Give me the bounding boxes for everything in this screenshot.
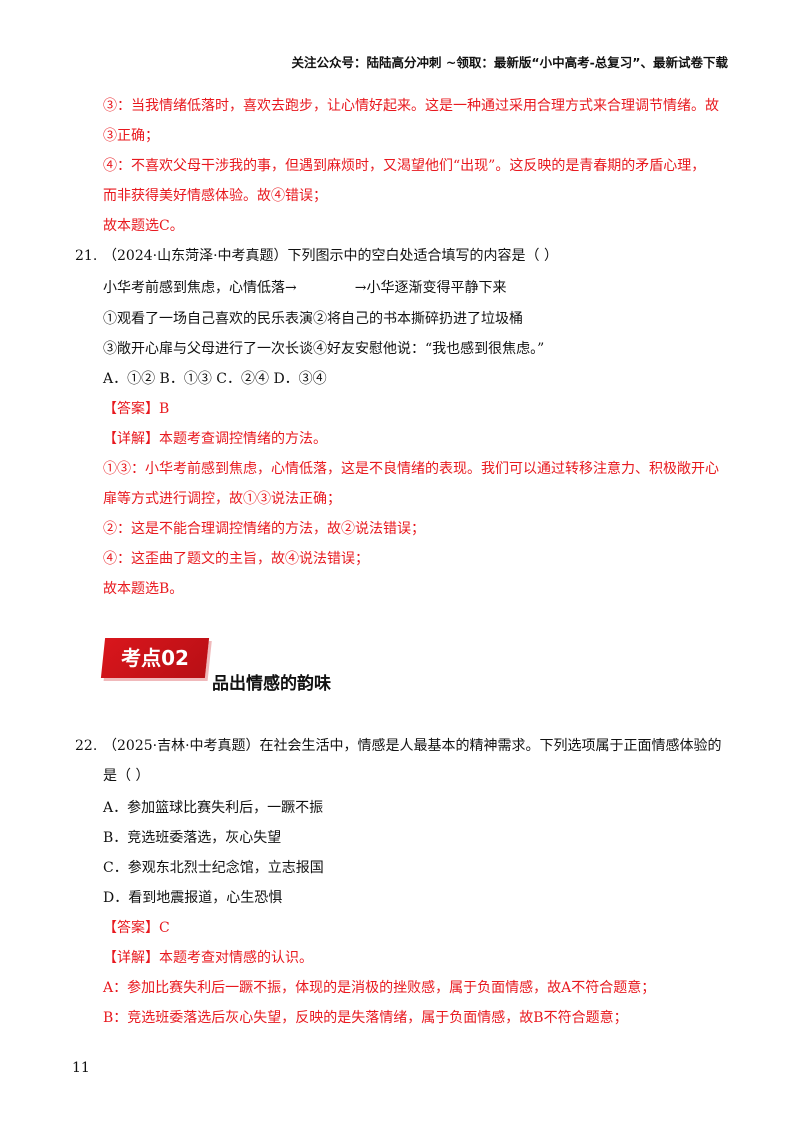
prev-analysis-line: ③：当我情绪低落时，喜欢去跑步，让心情好起来。这是一种通过采用合理方式来合理调节… [103,98,719,114]
question-21-analysis: 扉等方式进行调控，故①③说法正确； [103,491,341,507]
section-badge: 考点02 [100,638,210,678]
question-21-analysis: 【详解】本题考查调控情绪的方法。 [103,431,327,447]
prev-analysis-line: 而非获得美好情感体验。故④错误； [103,188,327,204]
question-22-option-b: B．竞选班委落选，灰心失望 [103,830,282,846]
prev-analysis-line: ④：不喜欢父母干涉我的事，但遇到麻烦时，又渴望他们“出现”。这反映的是青春期的矛… [103,158,706,174]
question-22-option-a: A．参加篮球比赛失利后，一蹶不振 [103,800,324,816]
question-21-conclusion: 故本题选B。 [103,581,184,597]
prev-conclusion: 故本题选C。 [103,218,184,234]
diagram-left-text: 小华考前感到焦虑，心情低落→ [103,280,297,296]
question-22-analysis: 【详解】本题考查对情感的认识。 [103,950,313,966]
section-badge-label: 考点02 [121,646,189,670]
question-21-items: ③敞开心扉与父母进行了一次长谈④好友安慰他说：“我也感到很焦虑。” [103,341,545,357]
question-22-stem: 是（ ） [103,768,150,784]
diagram-right-text: →小华逐渐变得平静下来 [354,280,507,296]
question-22-answer: 【答案】C [103,920,170,936]
question-21-options: A．①② B．①③ C．②④ D．③④ [103,371,327,387]
page-header: 关注公众号：陆陆高分冲刺 ~领取：最新版“小中高考-总复习”、最新试卷下载 [291,55,728,70]
prev-analysis-line: ③正确； [103,128,159,144]
question-21-diagram: 小华考前感到焦虑，心情低落→ →小华逐渐变得平静下来 [103,278,506,298]
question-21-answer: 【答案】B [103,401,170,417]
question-22-analysis: A：参加比赛失利后一蹶不振，体现的是消极的挫败感，属于负面情感，故A不符合题意； [103,980,656,996]
page-number: 11 [72,1060,90,1076]
question-22-option-d: D．看到地震报道，心生恐惧 [103,890,283,906]
question-22-option-c: C．参观东北烈士纪念馆，立志报国 [103,860,324,876]
question-22-analysis: B：竞选班委落选后灰心失望，反映的是失落情绪，属于负面情感，故B不符合题意； [103,1010,628,1026]
question-21-number: 21. [75,248,98,264]
question-21-stem: （2024·山东菏泽·中考真题）下列图示中的空白处适合填写的内容是（ ） [103,248,558,264]
question-21-items: ①观看了一场自己喜欢的民乐表演②将自己的书本撕碎扔进了垃圾桶 [103,311,523,327]
question-22-number: 22. [75,738,98,754]
question-21-analysis: ④：这歪曲了题文的主旨，故④说法错误； [103,551,369,567]
question-22-stem: （2025·吉林·中考真题）在社会生活中，情感是人最基本的精神需求。下列选项属于… [103,738,722,754]
question-21-analysis: ②：这是不能合理调控情绪的方法，故②说法错误； [103,521,425,537]
question-21-analysis: ①③：小华考前感到焦虑，心情低落，这是不良情绪的表现。我们可以通过转移注意力、积… [103,461,719,477]
section-title: 品出情感的韵味 [212,674,331,694]
